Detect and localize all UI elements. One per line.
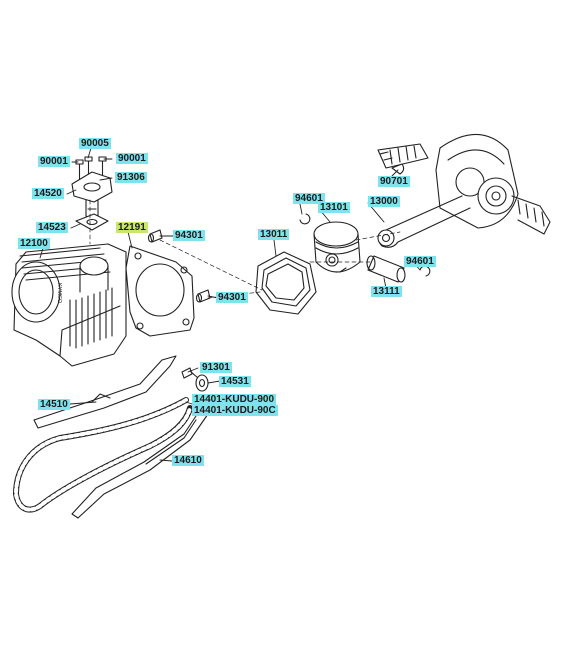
part-label-14610[interactable]: 14610 bbox=[172, 455, 204, 466]
chain-guide[interactable] bbox=[71, 409, 209, 519]
cylinder-brand-text: KYMCO bbox=[56, 283, 62, 304]
cam-chain[interactable] bbox=[13, 397, 193, 513]
part-label-90001-left[interactable]: 90001 bbox=[38, 156, 70, 167]
piston-pin-clip-top[interactable] bbox=[299, 213, 311, 225]
part-label-94601-right[interactable]: 94601 bbox=[404, 256, 436, 267]
chain-tensioner-arm[interactable] bbox=[33, 355, 177, 429]
part-label-14523[interactable]: 14523 bbox=[36, 222, 68, 233]
part-label-12100[interactable]: 12100 bbox=[18, 238, 50, 249]
part-label-14401-kudu-90c[interactable]: 14401-KUDU-90C bbox=[192, 405, 278, 416]
guide-bolt[interactable] bbox=[181, 367, 199, 379]
piston-ring-set[interactable] bbox=[255, 251, 317, 315]
part-label-91306[interactable]: 91306 bbox=[115, 172, 147, 183]
part-label-13000[interactable]: 13000 bbox=[368, 196, 400, 207]
piston[interactable] bbox=[313, 221, 361, 273]
tensioner-bolt-right[interactable] bbox=[98, 156, 107, 178]
part-label-14401-kudu-900[interactable]: 14401-KUDU-900 bbox=[192, 394, 277, 405]
part-label-13011[interactable]: 13011 bbox=[258, 229, 290, 240]
tensioner-bolt-left[interactable] bbox=[75, 159, 84, 181]
piston-pin[interactable] bbox=[366, 255, 406, 283]
part-label-94301-bottom[interactable]: 94301 bbox=[216, 292, 248, 303]
tensioner-gasket[interactable] bbox=[75, 213, 109, 231]
part-label-90701[interactable]: 90701 bbox=[378, 176, 410, 187]
part-label-90001-right[interactable]: 90001 bbox=[116, 153, 148, 164]
part-label-14510[interactable]: 14510 bbox=[38, 399, 70, 410]
chain-guide-roller[interactable] bbox=[195, 374, 209, 392]
part-label-12191[interactable]: 12191 bbox=[116, 222, 148, 233]
part-label-90005[interactable]: 90005 bbox=[79, 138, 111, 149]
part-label-94601-top[interactable]: 94601 bbox=[293, 193, 325, 204]
leader-lines bbox=[39, 147, 421, 462]
part-label-91301[interactable]: 91301 bbox=[200, 362, 232, 373]
part-label-13111[interactable]: 13111 bbox=[371, 286, 402, 297]
dowel-pin-top[interactable] bbox=[147, 229, 163, 243]
part-label-14531[interactable]: 14531 bbox=[219, 376, 251, 387]
piston-pin-clip-right[interactable] bbox=[419, 265, 431, 277]
part-label-94301-top[interactable]: 94301 bbox=[173, 230, 205, 241]
part-label-13101[interactable]: 13101 bbox=[318, 202, 350, 213]
cylinder[interactable] bbox=[11, 243, 127, 367]
crankshaft[interactable] bbox=[377, 133, 551, 248]
part-label-14520[interactable]: 14520 bbox=[32, 188, 64, 199]
woodruff-key[interactable] bbox=[391, 163, 405, 175]
cylinder-gasket[interactable] bbox=[125, 245, 195, 337]
